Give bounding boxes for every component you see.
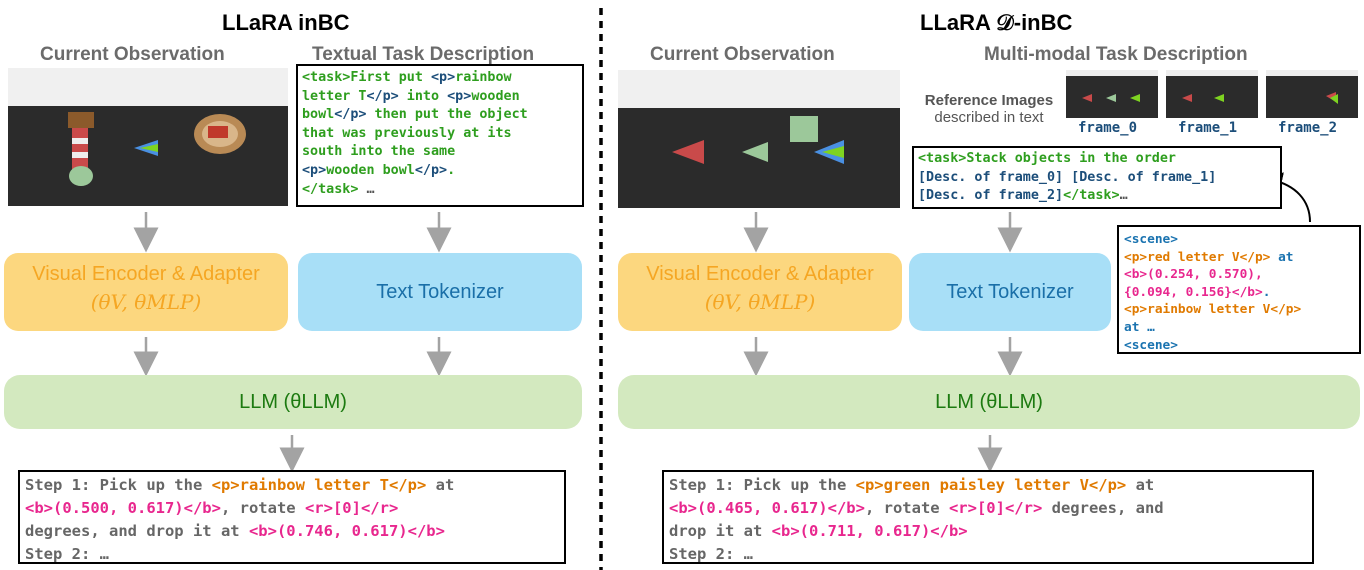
reference-image-frame-1: [1166, 70, 1258, 118]
left-visual-encoder-adapter: Visual Encoder & Adapter (θV, θMLP): [4, 253, 288, 331]
left-encoder-params: (θV, θMLP): [90, 290, 202, 314]
left-textual-task-box: <task>First put <p>rainbow letter T</p> …: [296, 64, 584, 207]
frame-label-2: frame_2: [1278, 120, 1338, 136]
left-encoder-label: Visual Encoder & Adapter: [32, 263, 260, 285]
scene-description-box: <scene> <p>red letter V</p> at <b>(0.254…: [1117, 225, 1361, 354]
right-multimodal-task-box: <task>Stack objects in the order [Desc. …: [912, 146, 1282, 209]
left-observation-image: [8, 68, 288, 206]
right-encoder-params: (θV, θMLP): [704, 290, 816, 314]
left-task-heading: Textual Task Description: [312, 44, 535, 65]
right-text-tokenizer: Text Tokenizer: [909, 253, 1111, 331]
left-scene-illustration: [8, 106, 288, 206]
reference-image-frame-0: [1066, 70, 1158, 118]
right-llm: LLM (θLLM): [618, 375, 1360, 429]
reference-image-frame-2: [1266, 70, 1358, 118]
frame-label-1: frame_1: [1178, 120, 1238, 136]
right-encoder-label: Visual Encoder & Adapter: [646, 263, 874, 285]
left-obs-heading: Current Observation: [40, 44, 225, 65]
center-divider: [599, 8, 603, 570]
right-visual-encoder-adapter: Visual Encoder & Adapter (θV, θMLP): [618, 253, 902, 331]
frame-label-0: frame_0: [1078, 120, 1138, 136]
right-scene-illustration: [618, 108, 900, 208]
left-title: LLaRA inBC: [222, 10, 350, 35]
right-output-box: Step 1: Pick up the <p>green paisley let…: [662, 470, 1314, 564]
right-observation-image: [618, 70, 900, 208]
left-llm: LLM (θLLM): [4, 375, 582, 429]
left-text-tokenizer: Text Tokenizer: [298, 253, 582, 331]
reference-images-label: Reference Images described in text: [924, 92, 1054, 126]
right-obs-heading: Current Observation: [650, 44, 835, 65]
right-task-heading: Multi-modal Task Description: [984, 44, 1248, 65]
left-output-box: Step 1: Pick up the <p>rainbow letter T<…: [18, 470, 566, 564]
right-title: LLaRA 𝒟-inBC: [920, 10, 1073, 35]
